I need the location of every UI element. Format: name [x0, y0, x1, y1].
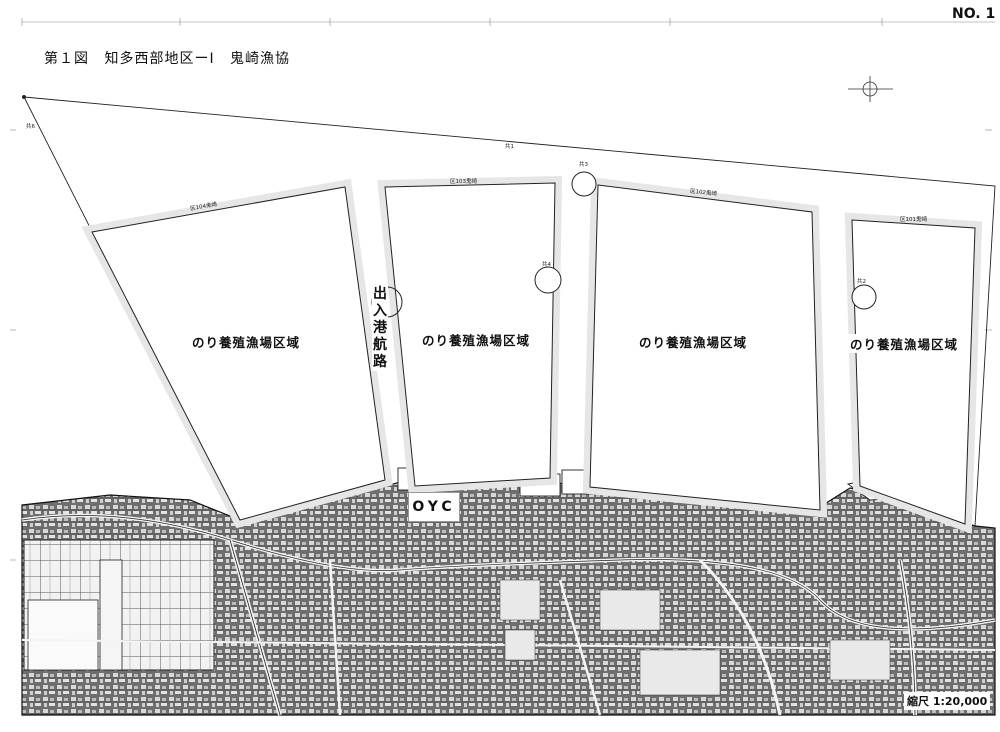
- common-code-2: 共2: [857, 279, 866, 285]
- channel-char: 航: [373, 337, 387, 353]
- sheet-number: NO. 1: [952, 6, 996, 22]
- common-fishery-boundary: [23, 96, 996, 527]
- common-code-3: 共3: [579, 162, 588, 168]
- zone-code-103: 区103鬼崎: [450, 179, 477, 185]
- oyc-label: OYC: [408, 492, 460, 522]
- zone-label-104: のり養殖漁場区域: [190, 332, 303, 351]
- zone-label-101: のり養殖漁場区域: [848, 334, 961, 353]
- laver-zone-104: [81, 178, 393, 529]
- channel-char: 港: [373, 320, 387, 336]
- zone-label-103: のり養殖漁場区域: [420, 330, 533, 349]
- channel-char: 路: [373, 354, 387, 370]
- map-title: 第１図 知多西部地区ーⅠ 鬼崎漁協: [44, 48, 300, 68]
- channel-char: 入: [373, 303, 387, 319]
- figure-number: 第１図: [44, 51, 89, 67]
- zone-label-102: のり養殖漁場区域: [637, 332, 750, 351]
- common-code-1: 共1: [505, 144, 514, 150]
- common-fishery-circles: [371, 171, 877, 318]
- harbor-channel-label: 出 入 港 航 路: [372, 286, 388, 371]
- north-arrow-icon: [848, 76, 893, 102]
- town-blocks: [499, 579, 891, 696]
- laver-zone-101: [844, 212, 983, 534]
- channel-char: 出: [373, 286, 387, 302]
- road-network: [21, 513, 996, 716]
- district-name: 知多西部地区ーⅠ: [104, 51, 215, 67]
- common-code-6: 共6: [26, 124, 35, 130]
- common-code-4: 共4: [542, 262, 551, 268]
- cooperative-name: 鬼崎漁協: [230, 51, 291, 67]
- scale-label: 縮尺 1:20,000: [904, 692, 991, 710]
- zone-code-101: 区101鬼崎: [900, 217, 927, 223]
